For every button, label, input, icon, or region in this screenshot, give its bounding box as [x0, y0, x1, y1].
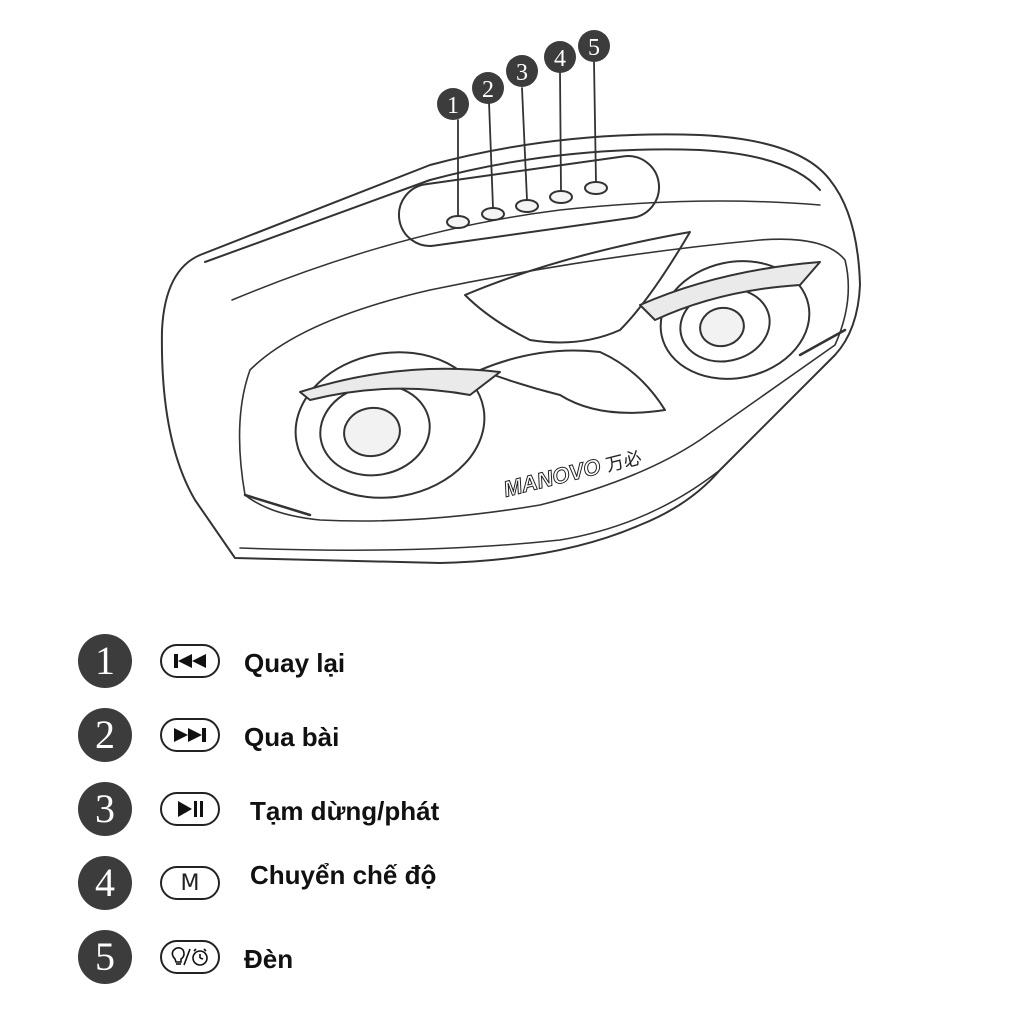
legend-number-4: 4: [78, 856, 132, 910]
mode-icon: M: [160, 866, 220, 900]
previous-track-icon: [160, 644, 220, 678]
top-face-edge: [204, 148, 821, 263]
legend-row-5: 5 Đèn: [78, 930, 778, 986]
speaker-body-outline: [160, 133, 861, 564]
left-woofer: [294, 351, 486, 499]
callout-number-5: 5: [588, 35, 600, 61]
callout-number-4: 4: [554, 46, 566, 72]
legend-row-4: 4 M Chuyển chế độ: [78, 856, 778, 912]
legend-label-1: Quay lại: [244, 648, 346, 678]
legend-label-3: Tạm dừng/phát: [250, 796, 440, 826]
brand-logo-cn: 万必: [604, 447, 644, 476]
callout-number-3: 3: [516, 60, 528, 86]
legend-label-5: Đèn: [244, 944, 294, 974]
button-strip: [397, 155, 661, 247]
callout-number-1: 1: [447, 93, 459, 119]
speaker-diagram: 1 2 3 4 5 MANOVO 万必: [160, 30, 861, 564]
callout-circle-5: [578, 30, 610, 62]
front-panel-outline: [238, 238, 850, 522]
legend-number-3: 3: [78, 782, 132, 836]
next-track-icon: [160, 718, 220, 752]
legend-number-2: 2: [78, 708, 132, 762]
legend-row-2: 2 Qua bài: [78, 708, 778, 764]
center-grill: [464, 231, 691, 344]
light-alarm-icon: [160, 940, 220, 974]
legend-row-1: 1 Quay lại: [78, 634, 778, 690]
legend-label-4: Chuyển chế độ: [250, 860, 437, 890]
legend-number-1: 1: [78, 634, 132, 688]
callout-circle-1: [437, 88, 469, 120]
legend-row-3: 3 Tạm dừng/phát: [78, 782, 778, 838]
brand-logo: MANOVO 万必: [500, 447, 644, 502]
callout-circle-4: [544, 41, 576, 73]
callouts: 1 2 3 4 5: [437, 30, 610, 120]
callout-number-2: 2: [482, 77, 494, 103]
legend-label-2: Qua bài: [244, 722, 340, 752]
callout-circle-3: [506, 55, 538, 87]
mode-icon-text: M: [180, 870, 200, 896]
legend-number-5: 5: [78, 930, 132, 984]
right-woofer: [659, 260, 811, 380]
play-pause-icon: [160, 792, 220, 826]
brand-logo-text: MANOVO: [501, 454, 603, 502]
callout-circle-2: [472, 72, 504, 104]
